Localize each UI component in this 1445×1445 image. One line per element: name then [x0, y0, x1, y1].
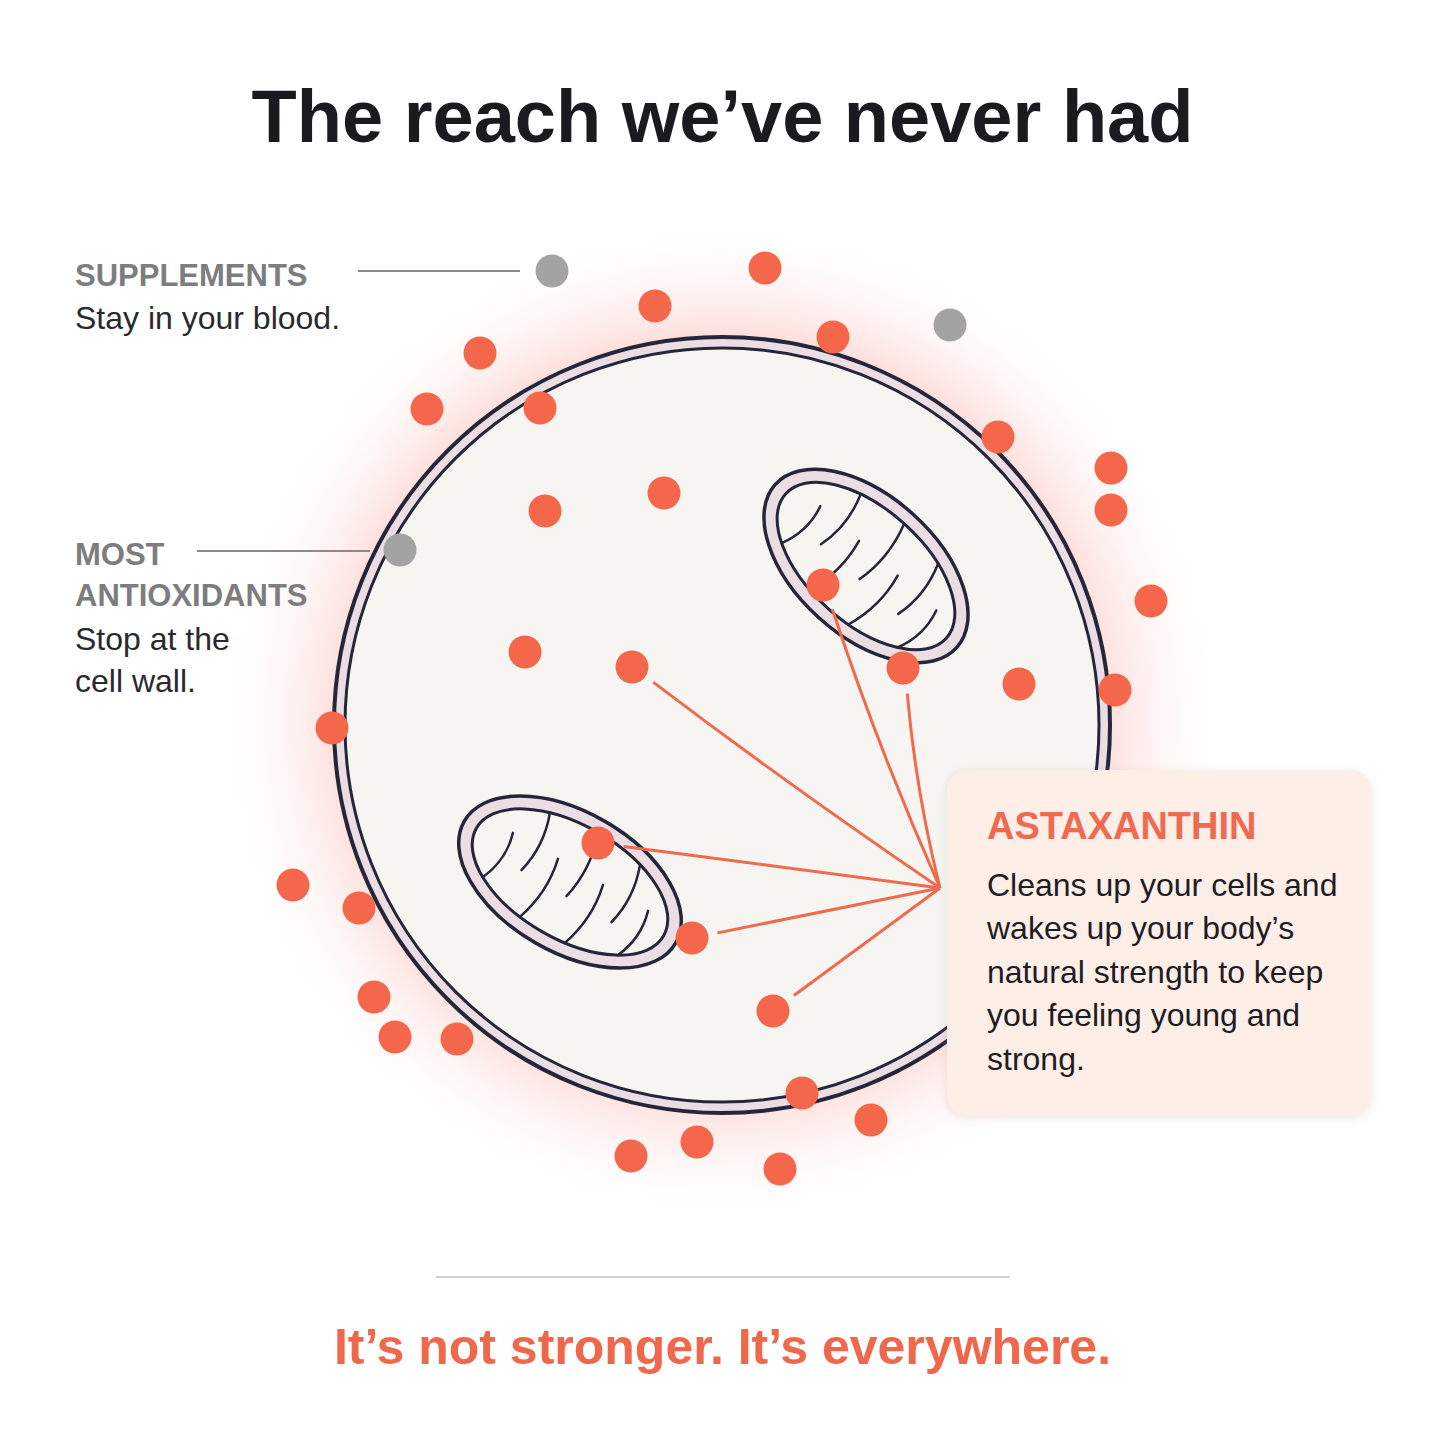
reach-line — [907, 694, 940, 888]
mitochondrion-inner — [448, 779, 692, 986]
supplement-dot — [934, 309, 967, 342]
reach-line — [794, 888, 940, 996]
crista — [818, 494, 866, 546]
caption: It’s not stronger. It’s everywhere. — [0, 1320, 1445, 1375]
astaxanthin-dot — [1003, 668, 1036, 701]
astaxanthin-dot — [982, 421, 1015, 454]
astaxanthin-dot — [379, 1021, 412, 1054]
astaxanthin-dot — [441, 1023, 474, 1056]
astaxanthin-dot — [582, 827, 615, 860]
astaxanthin-dot — [887, 652, 920, 685]
astaxanthin-dot — [817, 321, 850, 354]
crista — [898, 608, 939, 653]
label-body: Stop at the cell wall. — [75, 618, 280, 702]
leader-line — [197, 550, 370, 552]
callout-body: Cleans up your cells and wakes up your b… — [987, 864, 1345, 1082]
astaxanthin-dot — [529, 495, 562, 528]
crista — [483, 831, 516, 881]
astaxanthin-dot — [786, 1077, 819, 1110]
crista — [565, 883, 606, 947]
astaxanthin-dot — [764, 1153, 797, 1186]
reach-line — [624, 846, 940, 888]
mitochondrion-inner — [748, 451, 985, 680]
reach-line — [717, 888, 940, 933]
astaxanthin-dot — [464, 337, 497, 370]
astaxanthin-dot — [1099, 674, 1132, 707]
label-body: Stay in your blood. — [75, 297, 455, 339]
leader-line — [358, 270, 520, 272]
astaxanthin-dot — [1095, 452, 1128, 485]
callout-heading: ASTAXANTHIN — [987, 804, 1345, 850]
astaxanthin-dot — [676, 922, 709, 955]
divider-line — [436, 1276, 1010, 1278]
mitochondrion — [429, 760, 710, 1003]
astaxanthin-dot — [855, 1104, 888, 1137]
astaxanthin-dot — [1135, 585, 1168, 618]
astaxanthin-dot — [358, 981, 391, 1014]
label-heading: MOST ANTIOXIDANTS — [75, 535, 375, 617]
astaxanthin-dot — [615, 1140, 648, 1173]
astaxanthin-dot — [343, 892, 376, 925]
mitochondrion-outer — [728, 432, 1003, 699]
astaxanthin-dot — [1095, 494, 1128, 527]
astaxanthin-dot — [524, 392, 557, 425]
title: The reach we’ve never had — [0, 76, 1445, 157]
crista — [608, 865, 646, 924]
astaxanthin-dot — [807, 569, 840, 602]
label-heading: SUPPLEMENTS — [75, 256, 365, 297]
crista — [518, 813, 556, 872]
astaxanthin-dot — [681, 1126, 714, 1159]
astaxanthin-dot — [749, 252, 782, 285]
mitochondrion — [728, 432, 1003, 699]
crista — [857, 524, 910, 582]
astaxanthin-dot — [509, 636, 542, 669]
astaxanthin-dot — [277, 869, 310, 902]
crista — [782, 503, 823, 548]
crista — [895, 564, 943, 616]
mitochondrion-outer — [429, 760, 710, 1003]
astaxanthin-dot — [639, 290, 672, 323]
supplement-dot — [384, 534, 417, 567]
crista — [848, 573, 900, 629]
astaxanthin-dot — [316, 712, 349, 745]
supplement-dot — [536, 255, 569, 288]
callout-box: ASTAXANTHIN Cleans up your cells and wake… — [947, 770, 1371, 1116]
crista — [618, 909, 651, 959]
astaxanthin-dot — [757, 995, 790, 1028]
reach-line — [832, 609, 940, 888]
astaxanthin-dot — [616, 651, 649, 684]
astaxanthin-dot — [648, 477, 681, 510]
crista — [520, 857, 561, 921]
astaxanthin-dot — [411, 393, 444, 426]
